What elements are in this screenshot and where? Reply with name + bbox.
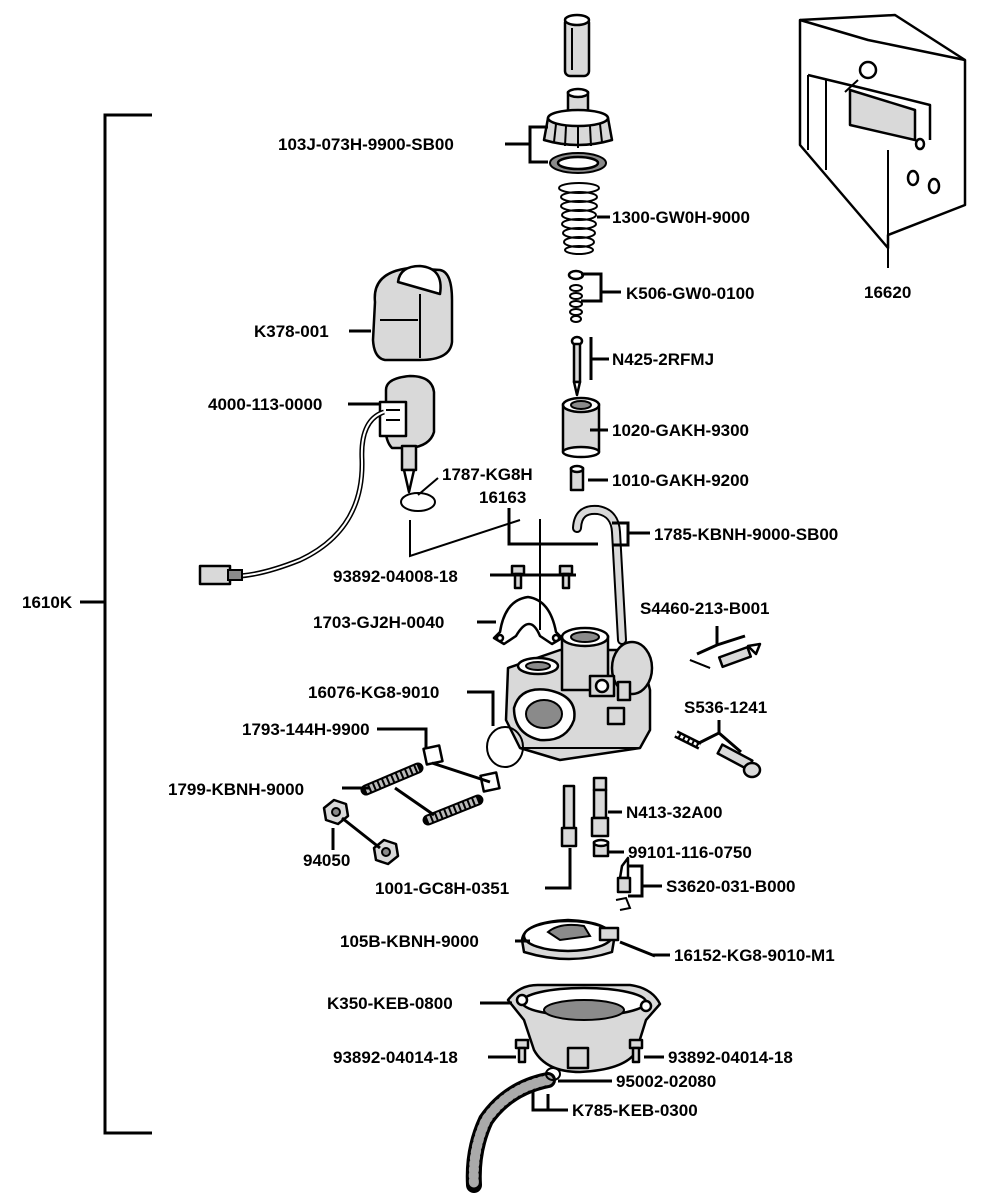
label-94050: 94050 (303, 851, 350, 870)
needle-clip-set (567, 269, 585, 323)
label-16163: 16163 (479, 488, 526, 507)
choke-wire-harness (198, 409, 385, 586)
label-1793-144H-9900: 1793-144H-9900 (242, 720, 370, 739)
label-1610K: 1610K (22, 593, 73, 612)
body-o-ring (486, 726, 524, 768)
hose-clip (545, 1067, 561, 1081)
assembly-bracket (80, 113, 152, 1135)
label-1300-GW0H-9000: 1300-GW0H-9000 (612, 208, 750, 227)
label-1799-KBNH-9000: 1799-KBNH-9000 (168, 780, 304, 799)
vent-tube-bent (572, 504, 627, 645)
label-1010-GAKH-9200: 1010-GAKH-9200 (612, 471, 749, 490)
drain-hose (465, 1072, 556, 1193)
label-1785-KBNH-9000-SB00: 1785-KBNH-9000-SB00 (654, 525, 838, 544)
label-1001-GC8H-0351: 1001-GC8H-0351 (375, 879, 509, 898)
label-K506-GW0-0100: K506-GW0-0100 (626, 284, 755, 303)
mounting-studs (360, 762, 484, 826)
float (520, 918, 620, 961)
float-needle-valve (615, 856, 632, 911)
main-jet-small (592, 838, 610, 858)
choke-o-ring (400, 492, 436, 512)
top-bolts (510, 564, 574, 590)
float-pin (619, 940, 656, 958)
label-K350-KEB-0800: K350-KEB-0800 (327, 994, 453, 1013)
label-103J-073H-9900-SB00: 103J-073H-9900-SB00 (278, 135, 454, 154)
pilot-screw-set (689, 642, 762, 669)
label-105B-KBNH-9000: 105B-KBNH-9000 (340, 932, 479, 951)
throttle-spring (558, 182, 600, 255)
label-16076-KG8-9010: 16076-KG8-9010 (308, 683, 439, 702)
pilot-jet (590, 776, 610, 838)
label-S3620-031-B000: S3620-031-B000 (666, 877, 795, 896)
needle-jet-nozzle (569, 464, 585, 492)
label-16152-KG8-9010-M1: 16152-KG8-9010-M1 (674, 946, 835, 965)
clamp-plate (492, 595, 564, 646)
throttle-slide (561, 396, 601, 459)
part-number-labels: 103J-073H-9900-SB00 1300-GW0H-9000 K506-… (22, 135, 911, 1120)
bowl-screws (514, 1038, 644, 1064)
label-S536-1241: S536-1241 (684, 698, 767, 717)
label-N425-2RFMJ: N425-2RFMJ (612, 350, 714, 369)
carburetor-body (504, 626, 654, 762)
label-1703-GJ2H-0040: 1703-GJ2H-0040 (313, 613, 444, 632)
jet-needle (570, 335, 584, 397)
label-K785-KEB-0300: K785-KEB-0300 (572, 1101, 698, 1120)
main-jet (560, 784, 578, 848)
label-93892-04014-18-right: 93892-04014-18 (668, 1048, 793, 1067)
label-1020-GAKH-9300: 1020-GAKH-9300 (612, 421, 749, 440)
idle-screw-set (674, 730, 762, 779)
carburetor-box (798, 13, 967, 250)
label-4000-113-0000: 4000-113-0000 (208, 395, 322, 414)
label-16620: 16620 (864, 283, 911, 302)
auto-choke (378, 374, 436, 494)
cap-gasket-ring (549, 152, 607, 174)
label-1787-KG8H: 1787-KG8H (442, 465, 533, 484)
label-S4460-213-B001: S4460-213-B001 (640, 599, 769, 618)
top-cap (542, 87, 614, 148)
choke-cover (371, 264, 454, 362)
label-99101-116-0750: 99101-116-0750 (628, 843, 752, 862)
label-N413-32A00: N413-32A00 (626, 803, 722, 822)
label-95002-02080: 95002-02080 (616, 1072, 716, 1091)
label-93892-04014-18-left: 93892-04014-18 (333, 1048, 458, 1067)
label-93892-04008-18: 93892-04008-18 (333, 567, 458, 586)
leader-lines (331, 125, 889, 1112)
label-K378-001: K378-001 (254, 322, 329, 341)
vent-tube-top (563, 13, 591, 78)
